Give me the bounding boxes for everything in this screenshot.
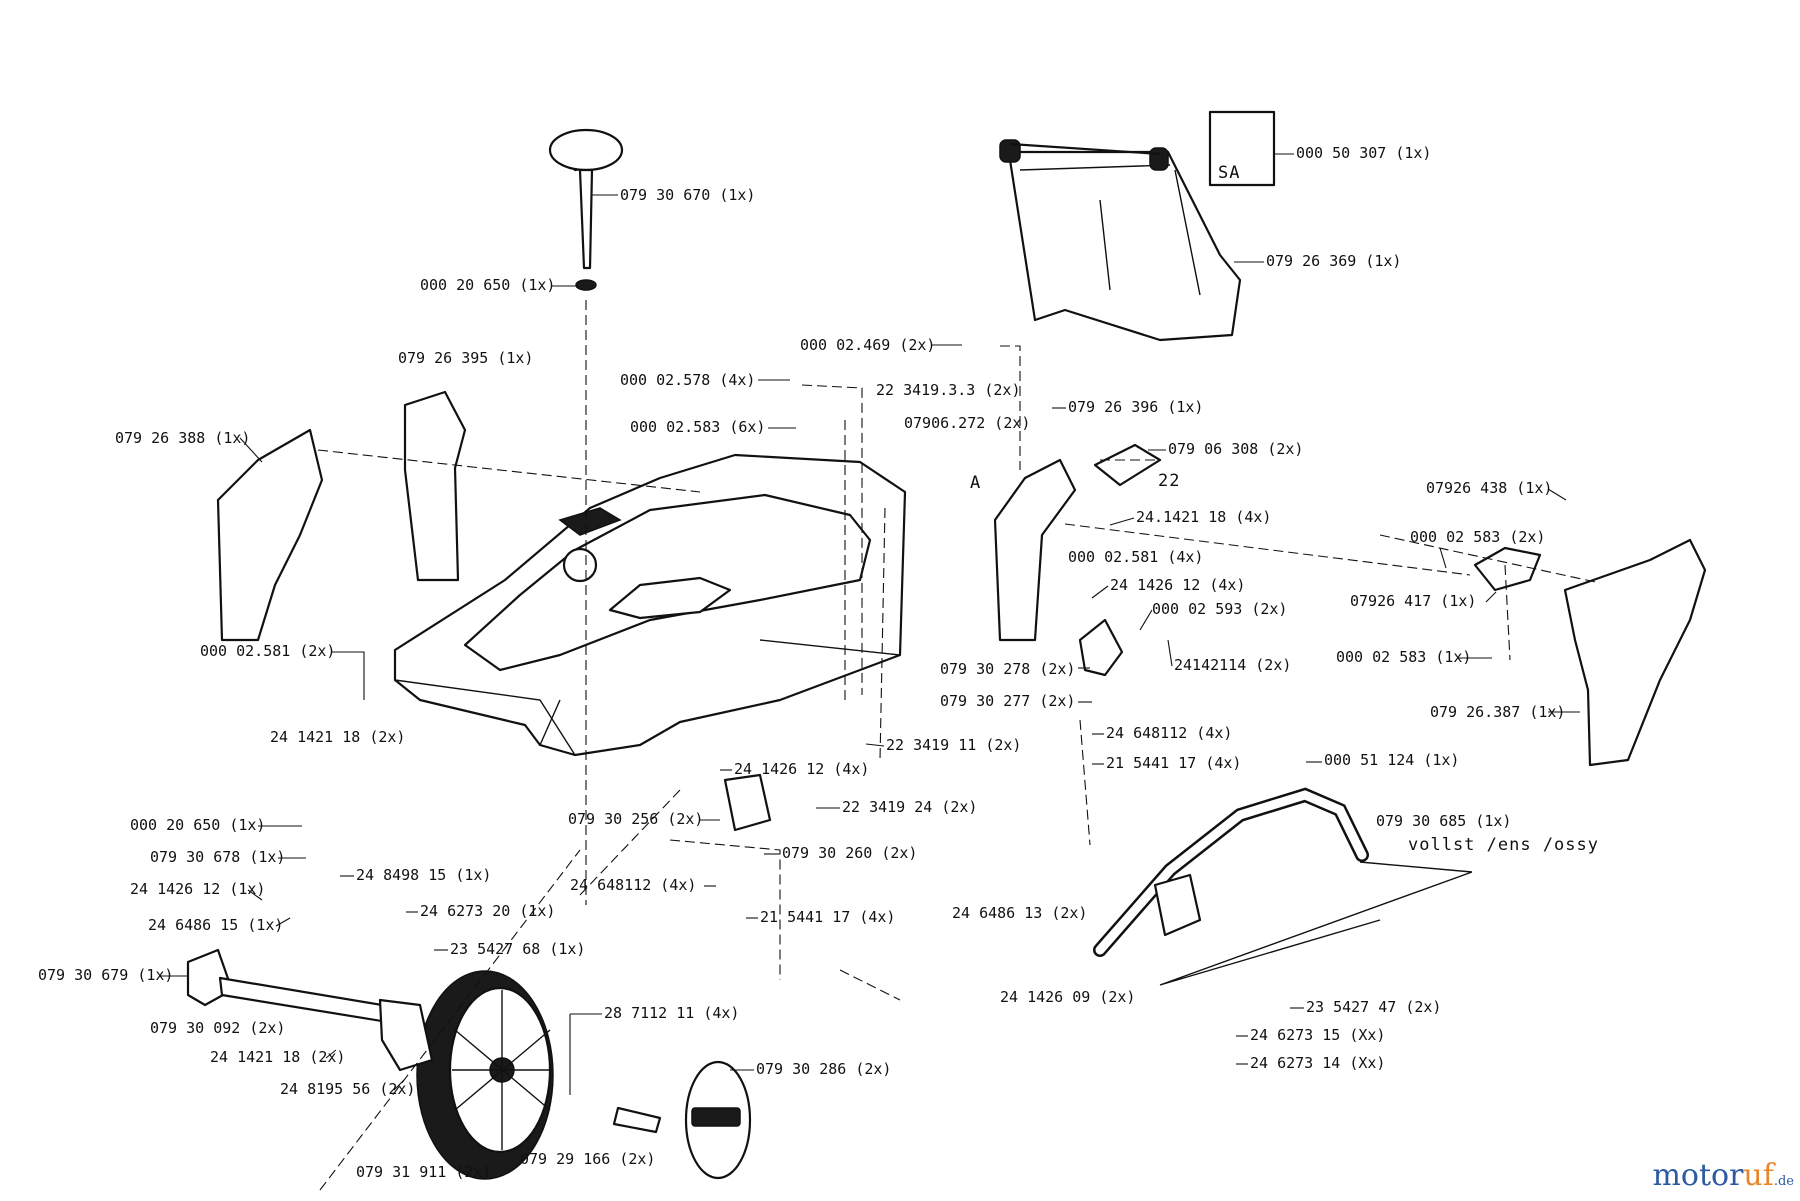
part-label: 24.1421 18 (4x) xyxy=(1136,508,1271,526)
part-label: 24 648112 (4x) xyxy=(570,876,696,894)
part-label: 079 06 308 (2x) xyxy=(1168,440,1303,458)
part-label: 079 30 679 (1x) xyxy=(38,966,173,984)
part-label: 07906.272 (2x) xyxy=(904,414,1030,432)
part-label: 000 20 650 (1x) xyxy=(420,276,555,294)
part-label: 24 6273 20 (1x) xyxy=(420,902,555,920)
handle-note: vollst /ens /ossy xyxy=(1408,835,1599,855)
part-label: 24 6273 15 (Xx) xyxy=(1250,1026,1385,1044)
part-label: 079 30 256 (2x) xyxy=(568,810,703,828)
part-label: 24 1426 12 (4x) xyxy=(734,760,869,778)
part-label: 000 02 583 (1x) xyxy=(1336,648,1471,666)
part-label: 24 1421 18 (2x) xyxy=(210,1048,345,1066)
part-label: 22 3419 24 (2x) xyxy=(842,798,977,816)
part-label: 23 5427 68 (1x) xyxy=(450,940,585,958)
part-label: 07926 417 (1x) xyxy=(1350,592,1476,610)
part-label: 000 02.583 (6x) xyxy=(630,418,765,436)
mower-deck xyxy=(393,453,907,757)
part-label: 24 8498 15 (1x) xyxy=(356,866,491,884)
part-label: 079 30 286 (2x) xyxy=(756,1060,891,1078)
watermark-logo: motoruf.de xyxy=(1652,1158,1794,1193)
part-label: 000 02.581 (4x) xyxy=(1068,548,1203,566)
part-label: 22 3419 11 (2x) xyxy=(886,736,1021,754)
axle-assembly xyxy=(186,948,662,1134)
part-label: 21 5441 17 (4x) xyxy=(760,908,895,926)
callout-sa: SA xyxy=(1218,163,1240,183)
part-label: 079 30 678 (1x) xyxy=(150,848,285,866)
part-label: 24 1426 09 (2x) xyxy=(1000,988,1135,1006)
part-labels: 079 30 670 (1x) 000 20 650 (1x) 079 26 3… xyxy=(38,144,1599,1181)
part-label: 07926 438 (1x) xyxy=(1426,479,1552,497)
part-label: 000 02 593 (2x) xyxy=(1152,600,1287,618)
leader-lines xyxy=(317,300,1601,1191)
part-label: 000 02.578 (4x) xyxy=(620,371,755,389)
part-label: 24 8195 56 (2x) xyxy=(280,1080,415,1098)
part-label: 000 20 650 (1x) xyxy=(130,816,265,834)
part-label: 000 02.581 (2x) xyxy=(200,642,335,660)
part-label: 24 6486 15 (1x) xyxy=(148,916,283,934)
part-label: 079 30 260 (2x) xyxy=(782,844,917,862)
part-label: 22 3419.3.3 (2x) xyxy=(876,381,1021,399)
left-side-skirts xyxy=(216,390,467,642)
part-label: 000 02.469 (2x) xyxy=(800,336,935,354)
part-label: 28 7112 11 (4x) xyxy=(604,1004,739,1022)
part-label: 24 1421 18 (2x) xyxy=(270,728,405,746)
right-side-skirts xyxy=(993,458,1707,767)
part-label: 21 5441 17 (4x) xyxy=(1106,754,1241,772)
part-label: 24 648112 (4x) xyxy=(1106,724,1232,742)
part-label: 079 26.387 (1x) xyxy=(1430,703,1565,721)
height-adjust-brackets xyxy=(558,138,1542,937)
part-label: 079 30 278 (2x) xyxy=(940,660,1075,678)
part-label: 24 1426 12 (4x) xyxy=(1110,576,1245,594)
part-label: 079 30 092 (2x) xyxy=(150,1019,285,1037)
wheel xyxy=(416,970,752,1180)
top-knob xyxy=(548,128,624,291)
part-label: 000 50 307 (1x) xyxy=(1296,144,1431,162)
part-label: 079 26 395 (1x) xyxy=(398,349,533,367)
part-label: 23 5427 47 (2x) xyxy=(1306,998,1441,1016)
part-label: 079 31 911 (2x) xyxy=(356,1163,491,1181)
part-label: 24 6486 13 (2x) xyxy=(952,904,1087,922)
part-label: 000 51 124 (1x) xyxy=(1324,751,1459,769)
part-label: 079 26 388 (1x) xyxy=(115,429,250,447)
part-label: 079 29 166 (2x) xyxy=(520,1150,655,1168)
part-label: 24142114 (2x) xyxy=(1174,656,1291,674)
grass-catcher xyxy=(999,110,1276,342)
part-label: 079 26 396 (1x) xyxy=(1068,398,1203,416)
callout-22: 22 xyxy=(1158,471,1180,491)
part-label: 079 30 277 (2x) xyxy=(940,692,1075,710)
part-label: 079 30 670 (1x) xyxy=(620,186,755,204)
part-label: 079 26 369 (1x) xyxy=(1266,252,1401,270)
part-label: 24 1426 12 (1x) xyxy=(130,880,265,898)
callout-a: A xyxy=(970,473,981,493)
part-label: 000 02 583 (2x) xyxy=(1410,528,1545,546)
part-label: 24 6273 14 (Xx) xyxy=(1250,1054,1385,1072)
part-label: 079 30 685 (1x) xyxy=(1376,812,1511,830)
